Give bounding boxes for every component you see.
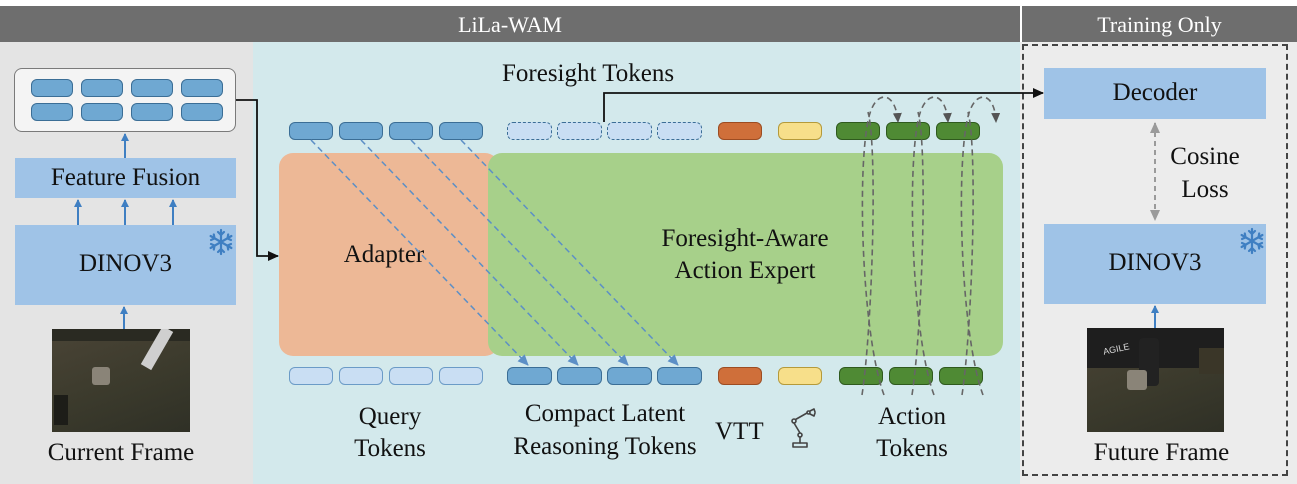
- action-tokens-label-line2: Tokens: [876, 435, 948, 462]
- latent-token: [557, 367, 602, 385]
- query-token: [439, 367, 483, 385]
- feature-cell: [81, 103, 123, 121]
- dark-object: [54, 395, 68, 425]
- action-output-token: [836, 122, 880, 140]
- feature-cell: [31, 79, 73, 97]
- compact-tokens-label-line2: Reasoning Tokens: [513, 433, 697, 460]
- current-frame-image: [52, 329, 190, 432]
- snowflake-icon: [1240, 227, 1264, 255]
- cup-shape: [1127, 370, 1147, 390]
- decoder-box: [1044, 68, 1266, 119]
- action-output-token: [936, 122, 980, 140]
- query-output-token: [389, 122, 433, 140]
- side-title: Training Only: [1097, 12, 1222, 37]
- dinov3-label-right: DINOV3: [1108, 249, 1202, 276]
- query-to-latent-link: [360, 139, 579, 366]
- arrow-foresight-to-decoder: [603, 88, 1044, 122]
- cup-shape: [92, 367, 110, 385]
- header-bar: [0, 6, 1297, 42]
- feature-cell: [181, 79, 223, 97]
- query-output-token: [289, 122, 333, 140]
- feature-cell: [81, 79, 123, 97]
- query-to-latent-link: [460, 139, 679, 366]
- dinov3-label-left: DINOV3: [78, 250, 173, 277]
- vtt-token-orange: [718, 367, 762, 385]
- adapter-block: [279, 153, 499, 356]
- snowflake-icon: [209, 228, 233, 256]
- query-tokens-label-line2: Tokens: [354, 435, 426, 462]
- action-recurrence-loop: [911, 96, 952, 396]
- feature-cell: [131, 79, 173, 97]
- vtt-token-yellow: [778, 367, 822, 385]
- robot-arm-icon: [791, 408, 816, 448]
- expert-label-line1: Foresight-Aware: [661, 225, 829, 252]
- table-corner: [1199, 348, 1224, 374]
- feature-cell: [131, 103, 173, 121]
- action-recurrence-loop: [961, 111, 974, 396]
- dinov3-box-left: [15, 225, 236, 305]
- decoder-label: Decoder: [1112, 79, 1198, 106]
- future-frame-image: AGILE: [1087, 328, 1224, 432]
- query-to-latent-link: [310, 139, 529, 366]
- latent-token: [507, 367, 552, 385]
- action-token: [889, 367, 933, 385]
- latent-token: [607, 367, 652, 385]
- action-output-token: [886, 122, 930, 140]
- compact-tokens-label-line1: Compact Latent: [524, 400, 686, 427]
- cosine-loss-line2: Loss: [1181, 176, 1229, 203]
- action-token: [839, 367, 883, 385]
- main-title: LiLa-WAM: [458, 12, 562, 37]
- vtt-label: VTT: [715, 418, 764, 445]
- action-tokens-label-line1: Action: [877, 403, 947, 430]
- foresight-token: [607, 122, 652, 140]
- cosine-loss-line1: Cosine: [1170, 143, 1240, 170]
- training-only-frame: [1022, 44, 1288, 476]
- feature-grid: [14, 68, 236, 132]
- expert-block: [488, 153, 1003, 356]
- query-token: [389, 367, 433, 385]
- dinov3-box-right: [1044, 224, 1266, 304]
- future-frame-label: Future Frame: [1093, 439, 1230, 466]
- action-recurrence-loop: [861, 96, 902, 396]
- query-token: [289, 367, 333, 385]
- feature-fusion-label: Feature Fusion: [50, 164, 201, 191]
- query-token: [339, 367, 383, 385]
- header-divider: [1020, 6, 1022, 42]
- current-frame-label: Current Frame: [47, 439, 195, 466]
- action-recurrence-loop: [861, 111, 874, 396]
- action-token: [939, 367, 983, 385]
- feature-fusion-box: [15, 158, 236, 198]
- adapter-label: Adapter: [343, 241, 425, 268]
- arrow-features-to-adapter: [236, 99, 279, 261]
- foresight-token: [557, 122, 602, 140]
- query-output-token: [439, 122, 483, 140]
- feature-cell: [31, 103, 73, 121]
- foresight-tokens-label: Foresight Tokens: [502, 60, 675, 87]
- vtt-output-token-orange: [718, 122, 762, 140]
- query-output-token: [339, 122, 383, 140]
- expert-label-line2: Action Expert: [674, 257, 816, 284]
- query-tokens-label-line1: Query: [358, 403, 422, 430]
- foresight-token: [657, 122, 702, 140]
- foresight-token: [507, 122, 552, 140]
- feature-cell: [181, 103, 223, 121]
- action-recurrence-loop: [911, 111, 924, 396]
- action-recurrence-loop: [960, 96, 1001, 396]
- latent-token: [657, 367, 702, 385]
- query-to-latent-link: [410, 139, 629, 366]
- vtt-output-token-yellow: [778, 122, 822, 140]
